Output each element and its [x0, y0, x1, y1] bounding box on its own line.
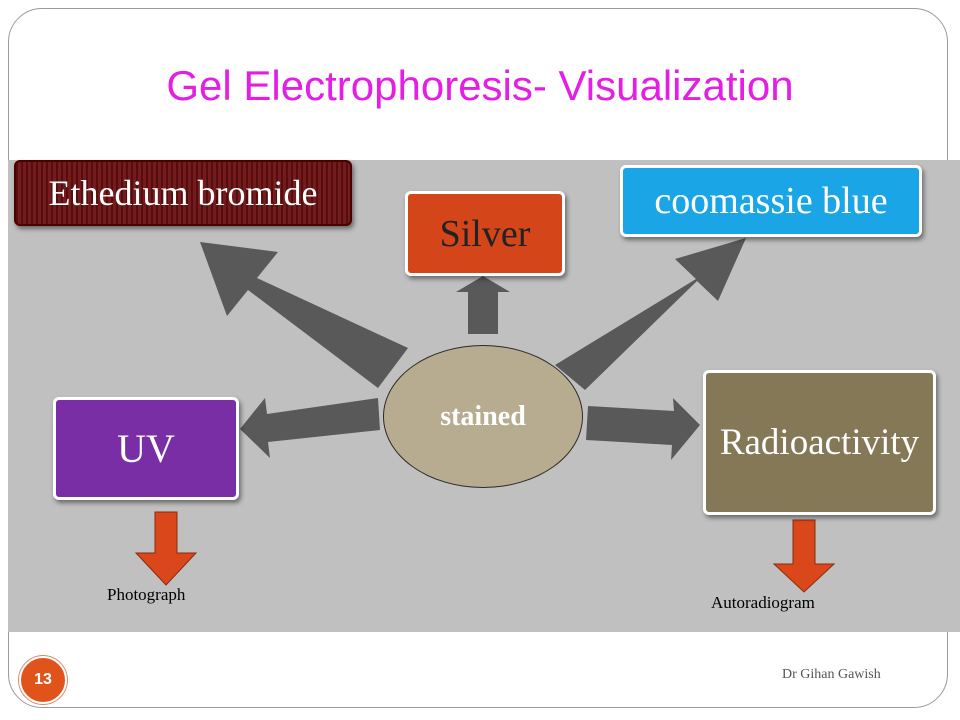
output-photograph: Photograph — [107, 585, 186, 604]
center-node-stained: stained — [383, 345, 583, 488]
slide-title: Gel Electrophoresis- Visualization — [166, 62, 794, 109]
method-ethedium-bromide: Ethedium bromide — [14, 160, 352, 226]
method-coomassie-blue: coomassie blue — [620, 165, 922, 237]
arrow-to-ethedium-bromide — [200, 242, 408, 388]
arrow-to-autoradiogram — [772, 519, 836, 593]
arrow-to-silver — [456, 276, 510, 334]
author-footer: Dr Gihan Gawish — [782, 667, 881, 682]
arrow-to-photograph — [134, 511, 198, 586]
method-radioactivity: Radioactivity — [703, 370, 936, 515]
arrow-to-radioactivity — [586, 398, 700, 460]
arrow-to-uv — [240, 398, 380, 458]
arrow-to-coomassie-blue — [555, 238, 746, 390]
method-silver: Silver — [405, 191, 565, 276]
method-uv: UV — [53, 397, 239, 500]
output-autoradiogram: Autoradiogram — [711, 593, 815, 612]
page-number-badge: 13 — [19, 656, 67, 704]
